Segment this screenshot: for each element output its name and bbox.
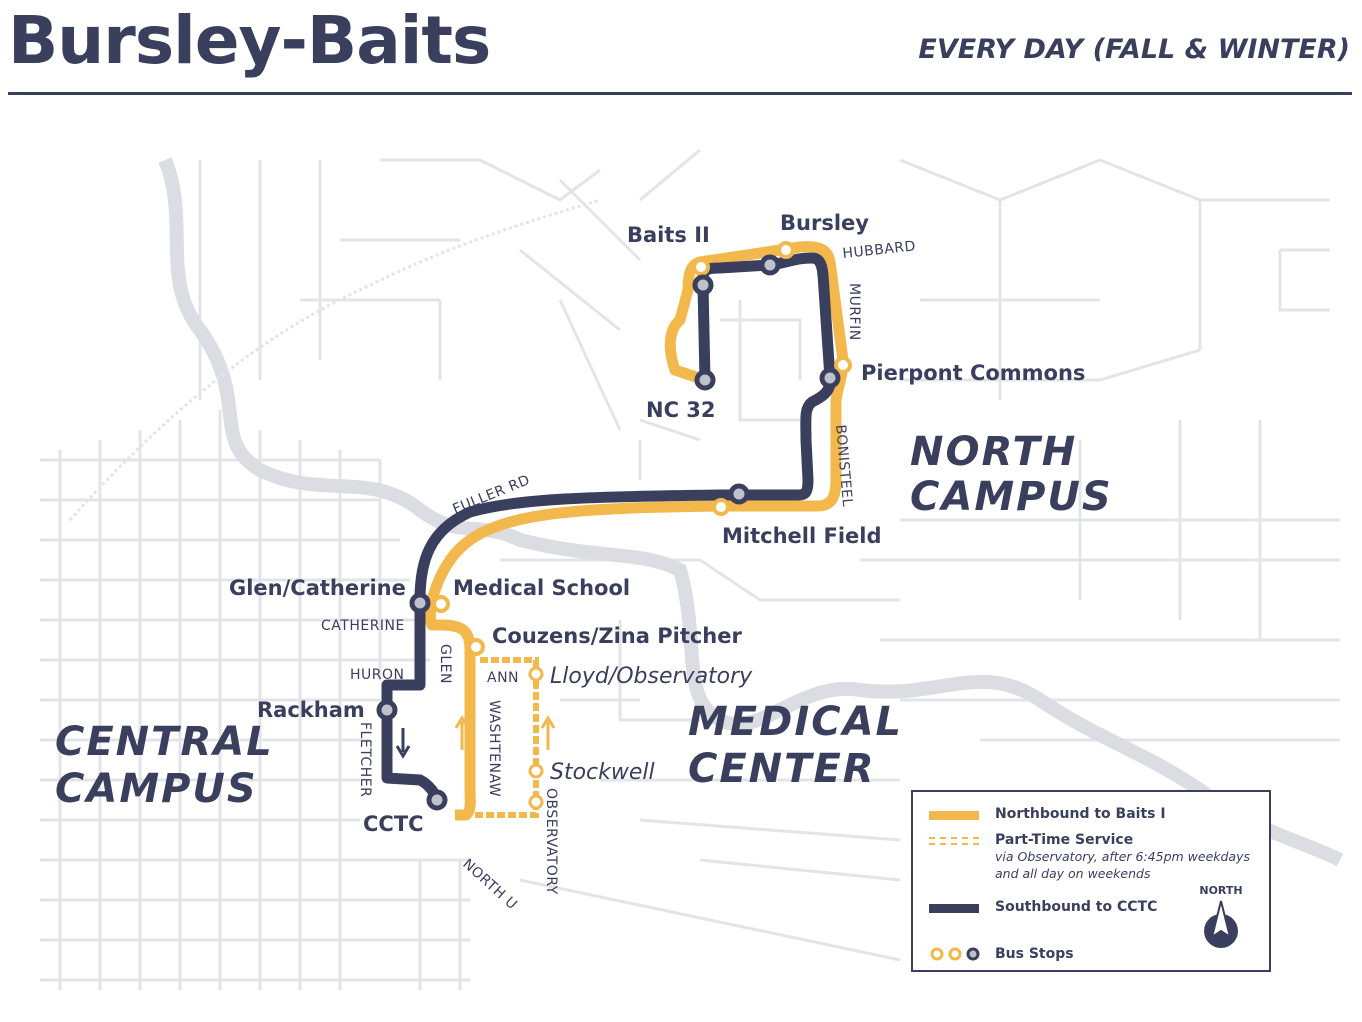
street-glen: GLEN (437, 644, 453, 684)
street-murfin: MURFIN (846, 283, 862, 341)
street-huron: HURON (350, 667, 405, 683)
direction-arrows (395, 715, 556, 759)
label-lloyd: Lloyd/Observatory (550, 664, 753, 689)
stop-glen-catherine[interactable] (409, 592, 431, 614)
area-north-campus-2: CAMPUS (910, 474, 1113, 520)
area-central-campus-2: CAMPUS (55, 766, 258, 812)
legend-northbound-label: Northbound to Baits I (995, 806, 1166, 822)
stop-pierpont-nb[interactable] (834, 356, 852, 374)
north-arrow: NORTH (1191, 884, 1251, 955)
stop-baits-ii-nb[interactable] (692, 258, 710, 276)
label-rackham: Rackham (257, 698, 365, 722)
label-nc32: NC 32 (646, 398, 716, 422)
stop-stockwell[interactable] (528, 763, 544, 779)
part-time-route (475, 657, 539, 818)
page-title: Bursley-Baits (8, 2, 491, 79)
service-schedule: EVERY DAY (FALL & WINTER) (918, 34, 1350, 65)
stop-couzens[interactable] (467, 638, 485, 656)
street-ann: ANN (487, 670, 519, 686)
street-bonisteel: BONISTEEL (832, 424, 855, 508)
stop-pierpont-sb[interactable] (819, 367, 841, 389)
label-baits-ii: Baits II (627, 223, 710, 247)
legend-southbound-label: Southbound to CCTC (995, 899, 1158, 915)
map-legend: Northbound to Baits I Part-Time Service … (911, 790, 1271, 972)
huron-river (158, 157, 1344, 867)
label-pierpont: Pierpont Commons (861, 361, 1085, 385)
label-mitchell: Mitchell Field (722, 524, 882, 548)
stop-bursley-nb[interactable] (777, 241, 795, 259)
label-stockwell: Stockwell (550, 760, 655, 785)
street-hubbard: HUBBARD (842, 238, 917, 262)
legend-southbound: Southbound to CCTC (929, 899, 1157, 915)
railroad (68, 198, 601, 521)
legend-bus-stops: Bus Stops (929, 946, 1074, 962)
area-central-campus-1: CENTRAL (55, 719, 274, 765)
label-couzens: Couzens/Zina Pitcher (492, 624, 743, 648)
street-washtenaw: WASHTENAW (486, 700, 502, 797)
street-fletcher: FLETCHER (357, 722, 373, 797)
compass-icon (1204, 900, 1238, 948)
street-observatory: OBSERVATORY (543, 788, 559, 895)
legend-bus-stops-label: Bus Stops (995, 946, 1074, 962)
southbound-route (381, 252, 836, 802)
label-medical-school: Medical School (453, 576, 630, 600)
legend-part-time-note-2: and all day on weekends (995, 866, 1151, 881)
bus-stops[interactable] (376, 241, 852, 811)
label-glen-catherine: Glen/Catherine (229, 576, 406, 600)
northbound-swatch (929, 811, 979, 820)
legend-part-time-note-1: via Observatory, after 6:45pm weekdays (995, 849, 1251, 864)
label-bursley: Bursley (780, 211, 869, 235)
stop-nc32[interactable] (694, 369, 716, 391)
southbound-swatch (929, 904, 979, 913)
area-medical-center-1: MEDICAL (688, 699, 903, 745)
area-north-campus-1: NORTH (910, 429, 1077, 475)
label-cctc: CCTC (363, 812, 424, 836)
legend-part-time: Part-Time Service via Observatory, after… (929, 832, 1250, 882)
stop-mitchell-sb[interactable] (728, 483, 750, 505)
legend-part-time-label: Part-Time Service (995, 832, 1134, 848)
stop-baits-ii-sb[interactable] (692, 274, 714, 296)
area-medical-center-2: CENTER (688, 746, 876, 792)
legend-northbound: Northbound to Baits I (929, 806, 1166, 822)
stop-cctc[interactable] (426, 789, 448, 811)
part-time-swatch (929, 837, 979, 845)
stop-lloyd[interactable] (528, 666, 544, 682)
header-rule (8, 92, 1352, 95)
bus-stops-icon (930, 947, 980, 961)
stop-bursley-sb[interactable] (759, 254, 781, 276)
stop-medical-school[interactable] (432, 595, 450, 613)
stop-rackham[interactable] (376, 699, 398, 721)
north-label: NORTH (1199, 884, 1243, 897)
street-catherine: CATHERINE (321, 618, 405, 634)
stop-mitchell-nb[interactable] (712, 498, 730, 516)
stop-observatory-s[interactable] (528, 794, 544, 810)
